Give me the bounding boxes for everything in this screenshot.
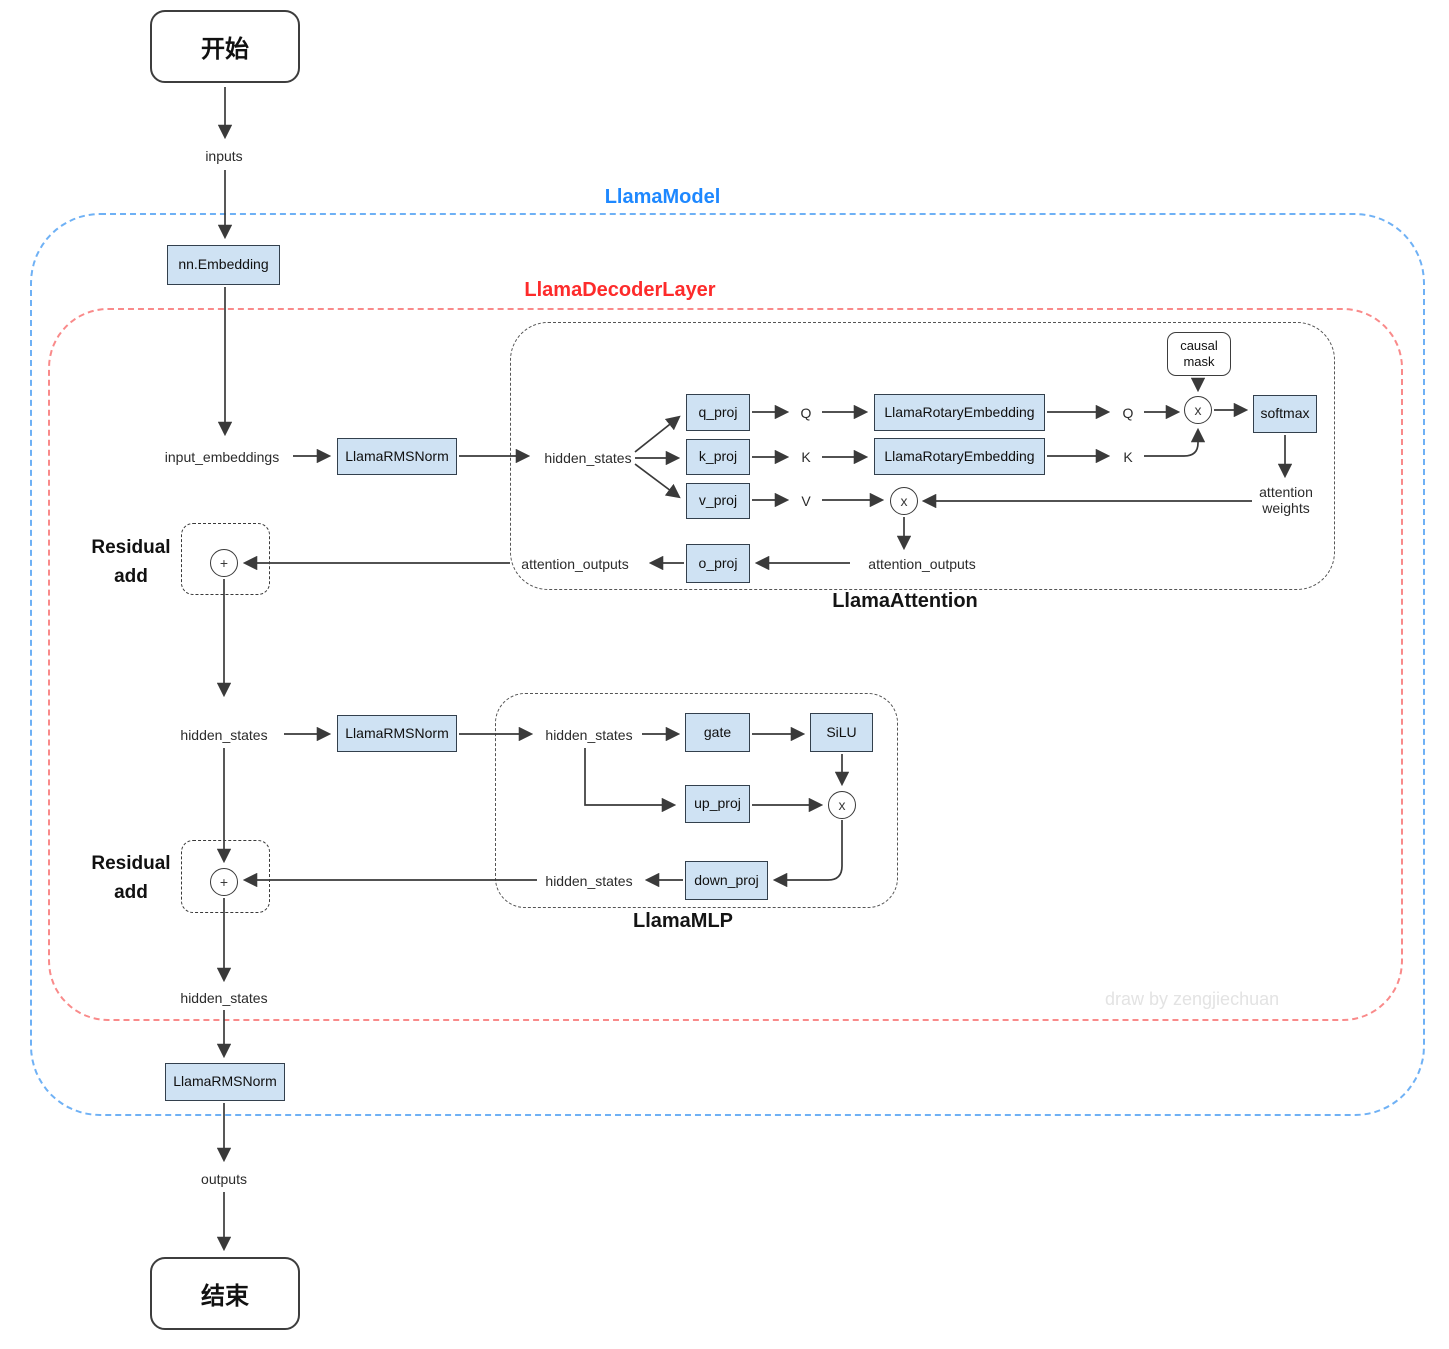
llama-attention-label: LlamaAttention [832, 590, 978, 612]
watermark-text: draw by zengjiechuan [1105, 989, 1280, 1009]
v-pre-label: V [801, 493, 811, 509]
residual-add-top-label: Residual add [91, 537, 171, 587]
v-multiply-icon: x [890, 487, 918, 515]
mlp-multiply-icon: x [828, 791, 856, 819]
residual-add-bottom-box [181, 840, 270, 913]
causal-mask-node: causal mask [1167, 332, 1231, 376]
softmax-node: softmax [1253, 395, 1317, 433]
silu-node: SiLU [810, 713, 873, 752]
k-pre-label: K [801, 449, 811, 465]
residual-add-top-plus-icon: + [210, 549, 238, 577]
start-terminal: 开始 [150, 10, 300, 83]
q-pre-label: Q [800, 405, 812, 421]
k-post-label: K [1123, 449, 1133, 465]
q-post-label: Q [1122, 405, 1134, 421]
hidden-states-mlp-out-label: hidden_states [545, 873, 633, 889]
attention-outputs-outer-label: attention_outputs [521, 556, 629, 572]
llama-mlp-label: LlamaMLP [632, 910, 734, 932]
input-embeddings-label: input_embeddings [164, 449, 280, 465]
k-proj-node: k_proj [686, 439, 750, 475]
llama-model-label: LlamaModel [604, 186, 721, 208]
rmsnorm-attn-node: LlamaRMSNorm [337, 438, 457, 475]
inputs-label: inputs [205, 148, 243, 164]
down-proj-node: down_proj [685, 861, 768, 900]
nn-embedding-node: nn.Embedding [167, 245, 280, 285]
hidden-states-mlp-in-label: hidden_states [545, 727, 633, 743]
attention-outputs-inner-label: attention_outputs [868, 556, 976, 572]
hidden-states-post-attn-label: hidden_states [180, 727, 268, 743]
llama-decoder-layer-label: LlamaDecoderLayer [524, 279, 716, 301]
residual-add-top-box [181, 523, 270, 595]
v-proj-node: v_proj [686, 483, 750, 519]
rmsnorm-mlp-node: LlamaRMSNorm [337, 715, 457, 752]
residual-add-bottom-plus-icon: + [210, 868, 238, 896]
rmsnorm-final-node: LlamaRMSNorm [165, 1063, 285, 1101]
qk-multiply-icon: x [1184, 396, 1212, 424]
rotary-embedding-q-node: LlamaRotaryEmbedding [874, 394, 1045, 431]
attention-weights-label: attention weights [1259, 484, 1313, 517]
hidden-states-decoder-out-label: hidden_states [180, 990, 268, 1006]
q-proj-node: q_proj [686, 394, 750, 431]
up-proj-node: up_proj [685, 785, 750, 823]
llama-decoder-layer-container [48, 308, 1403, 1021]
o-proj-node: o_proj [686, 544, 750, 583]
outputs-label: outputs [201, 1171, 247, 1187]
end-terminal: 结束 [150, 1257, 300, 1330]
llama-model-container [30, 213, 1425, 1116]
gate-node: gate [685, 713, 750, 752]
llama-mlp-container [495, 693, 898, 908]
rotary-embedding-k-node: LlamaRotaryEmbedding [874, 438, 1045, 475]
residual-add-bottom-label: Residual add [91, 853, 171, 903]
hidden-states-attn-in-label: hidden_states [544, 450, 632, 466]
